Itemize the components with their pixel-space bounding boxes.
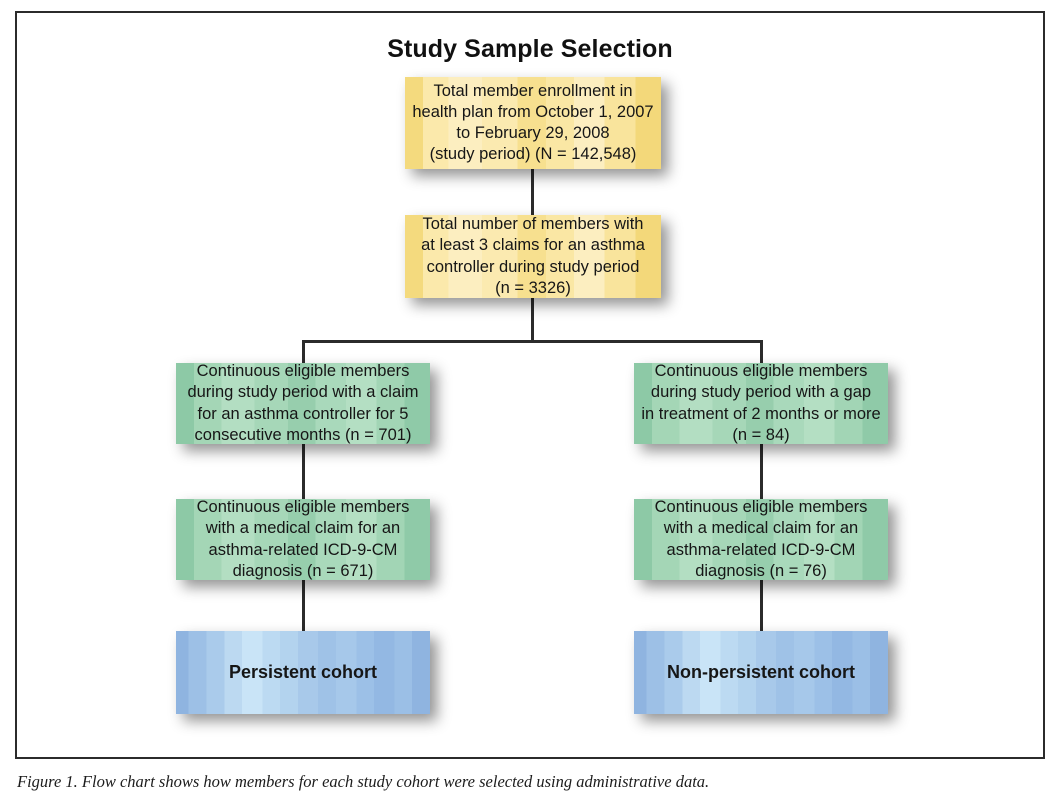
node-nonpersistent-eligible[interactable]: Continuous eligible members during study… [634, 362, 888, 444]
connector-split-right-drop [760, 340, 763, 365]
node-nonpersistent-cohort-label: Non-persistent cohort [666, 661, 855, 682]
connector-left-eligible-to-diagnosis [302, 442, 305, 501]
node-controller-claims[interactable]: Total number of members with at least 3 … [405, 215, 661, 298]
node-nonpersistent-cohort[interactable]: Non-persistent cohort [634, 631, 888, 714]
node-nonpersistent-diagnosis[interactable]: Continuous eligible members with a medic… [634, 498, 888, 580]
figure-frame: Study Sample Selection Total member enro… [15, 11, 1045, 759]
connector-claims-to-split [531, 296, 534, 342]
node-controller-claims-label: Total number of members with at least 3 … [421, 215, 645, 297]
connector-right-eligible-to-diagnosis [760, 442, 763, 501]
node-nonpersistent-eligible-label: Continuous eligible members during study… [641, 362, 881, 444]
node-nonpersistent-diagnosis-label: Continuous eligible members with a medic… [654, 498, 868, 580]
node-enrollment[interactable]: Total member enrollment in health plan f… [405, 77, 661, 169]
node-persistent-eligible[interactable]: Continuous eligible members during study… [176, 362, 430, 444]
node-persistent-cohort[interactable]: Persistent cohort [176, 631, 430, 714]
node-persistent-eligible-label: Continuous eligible members during study… [187, 362, 419, 444]
node-persistent-diagnosis-label: Continuous eligible members with a medic… [196, 498, 410, 580]
connector-split-bus [302, 340, 763, 343]
connector-enrollment-to-claims [531, 167, 534, 217]
node-persistent-cohort-label: Persistent cohort [228, 661, 378, 682]
node-enrollment-label: Total member enrollment in health plan f… [412, 81, 654, 164]
page-title: Study Sample Selection [387, 35, 673, 63]
node-persistent-diagnosis[interactable]: Continuous eligible members with a medic… [176, 498, 430, 580]
connector-split-left-drop [302, 340, 305, 365]
connector-left-diagnosis-to-cohort [302, 578, 305, 633]
connector-right-diagnosis-to-cohort [760, 578, 763, 633]
figure-caption: Figure 1. Flow chart shows how members f… [17, 772, 710, 791]
